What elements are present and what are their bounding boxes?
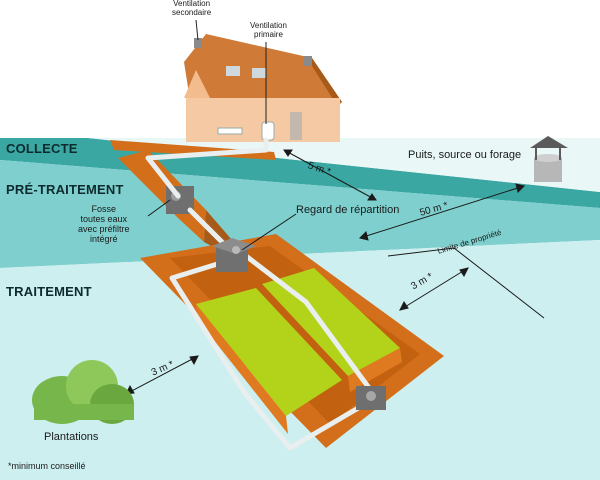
sink bbox=[217, 127, 243, 135]
ventilation-primaire-label: Ventilation primaire bbox=[250, 21, 287, 39]
arrow-5m bbox=[283, 149, 377, 201]
ventilation-secondaire-leader bbox=[195, 19, 199, 41]
fosse-label: Fosse toutes eaux avec préfiltre intégré bbox=[78, 204, 130, 244]
trench-pretraitement bbox=[118, 150, 206, 242]
regard-label: Regard de répartition bbox=[296, 204, 400, 216]
toilet bbox=[261, 121, 275, 141]
regard-leader bbox=[241, 213, 297, 251]
plantations-bush bbox=[32, 360, 134, 424]
chimney-vent bbox=[304, 56, 312, 66]
house-window bbox=[252, 68, 266, 78]
house bbox=[184, 34, 342, 142]
band-collecte-label: COLLECTE bbox=[6, 141, 78, 156]
house-window bbox=[226, 66, 240, 76]
house-roof-side bbox=[312, 58, 342, 104]
collecteur-lid bbox=[366, 391, 376, 401]
arrow-3m-plantations bbox=[125, 355, 199, 395]
arrow-50m bbox=[359, 185, 525, 239]
house-gable bbox=[184, 70, 210, 98]
regard-lid bbox=[232, 246, 240, 254]
fosse-leader bbox=[147, 199, 171, 217]
footnote: *minimum conseillé bbox=[8, 461, 86, 471]
regard-top bbox=[212, 238, 256, 254]
ventilation-secondaire-label: Ventilation secondaire bbox=[172, 0, 212, 17]
chimney-vent bbox=[194, 38, 202, 48]
pipe-collecte bbox=[145, 137, 269, 199]
well bbox=[530, 136, 568, 182]
band-pretraitement-label: PRÉ-TRAITEMENT bbox=[6, 182, 124, 197]
pipe-distribution-left bbox=[169, 259, 293, 451]
arrow-3m-limit bbox=[399, 267, 469, 311]
pipe-distribution-right bbox=[243, 253, 375, 395]
puits-label: Puits, source ou forage bbox=[408, 149, 522, 161]
trench-collecte bbox=[110, 140, 276, 160]
house-door bbox=[290, 112, 302, 140]
plantations-label: Plantations bbox=[44, 431, 99, 443]
band-traitement-label: TRAITEMENT bbox=[6, 284, 92, 299]
dimension-arrows bbox=[125, 149, 525, 395]
property-limit-line bbox=[387, 247, 545, 319]
filter-bed-left bbox=[196, 288, 342, 434]
